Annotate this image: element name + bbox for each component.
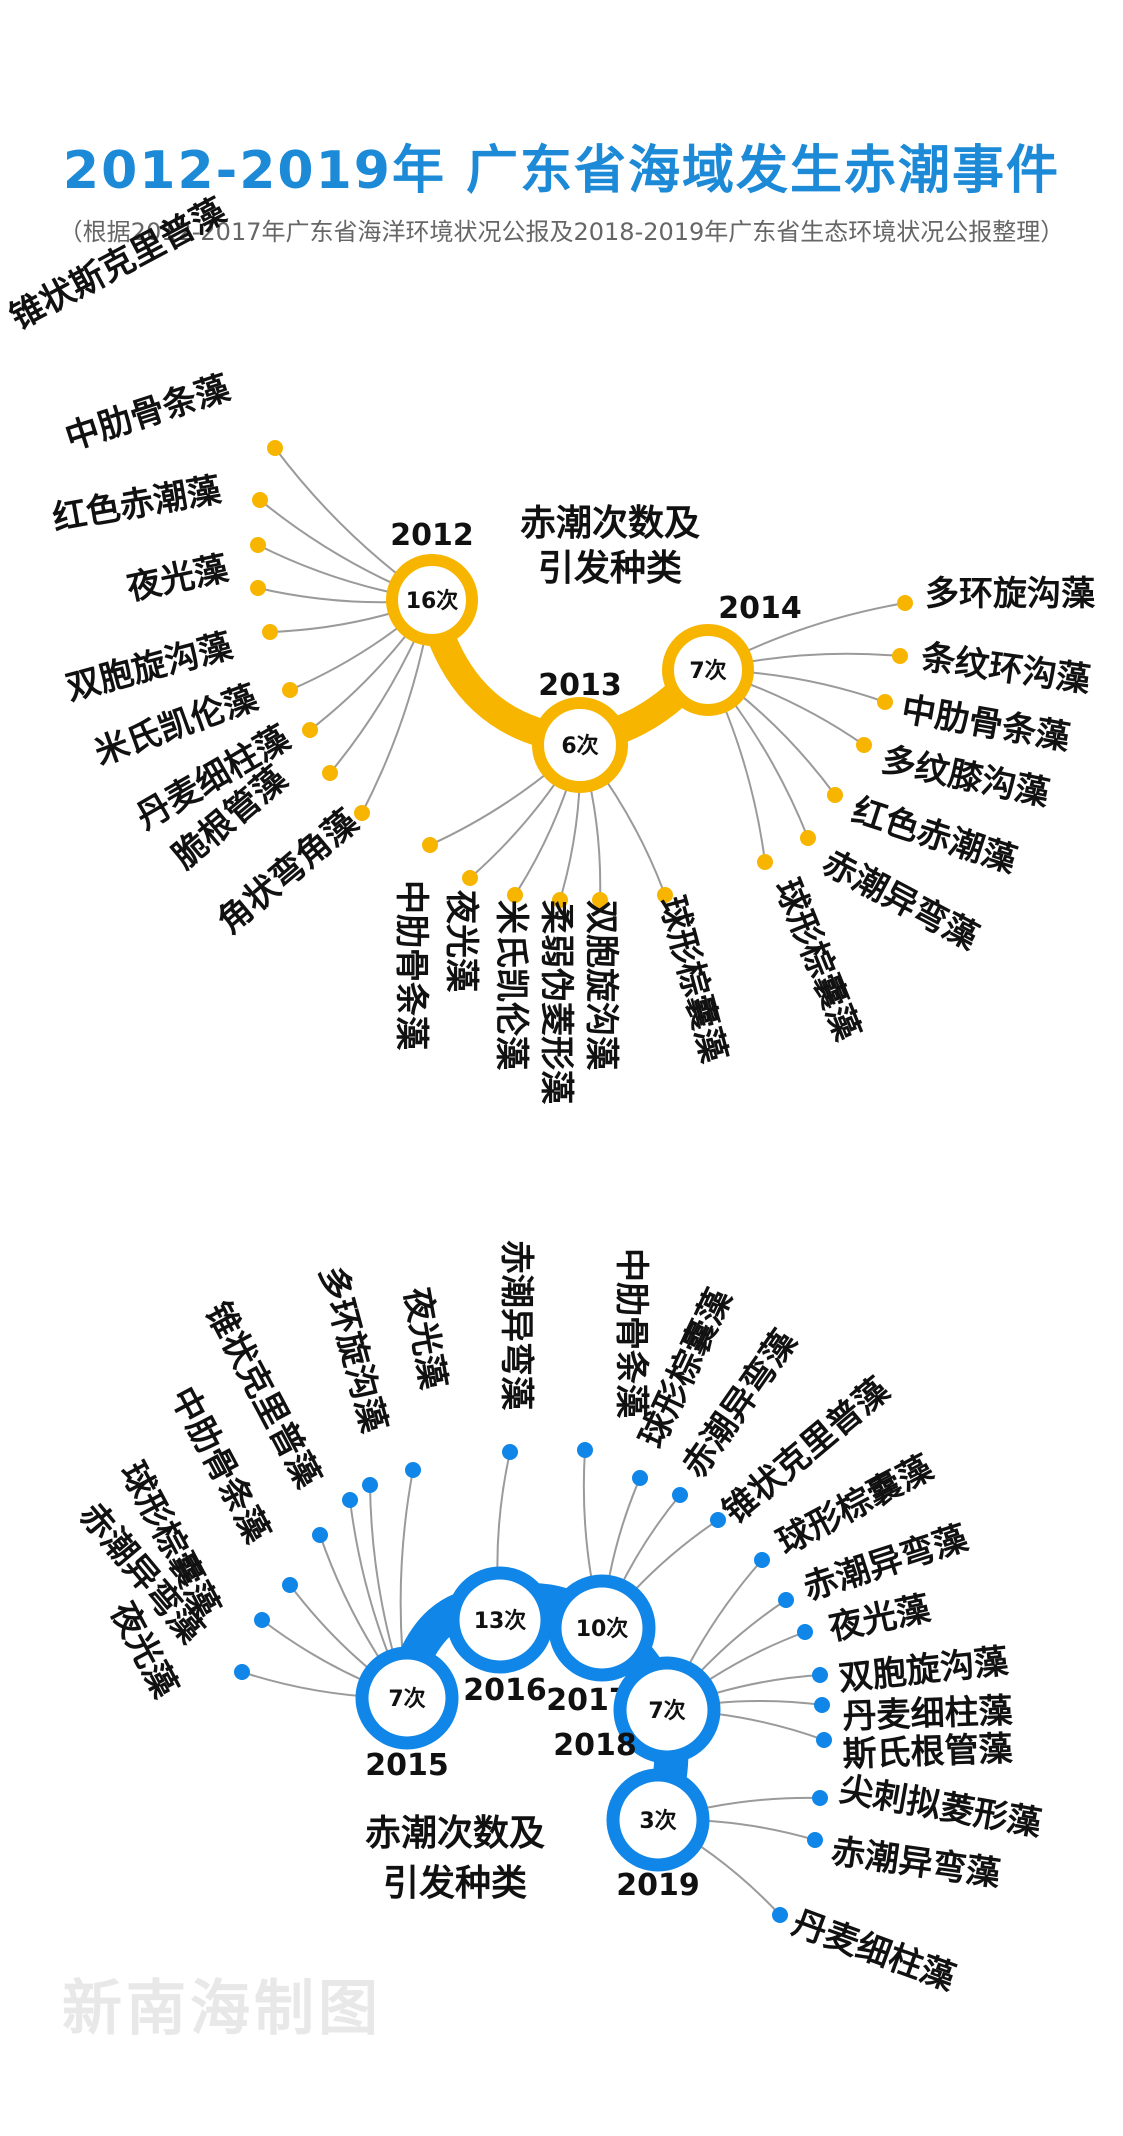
species-dot xyxy=(897,595,913,611)
species-dot xyxy=(462,870,478,886)
species-label: 中肋骨条藻 xyxy=(611,1248,651,1419)
species-dot xyxy=(502,1444,518,1460)
species-dot xyxy=(322,765,338,781)
species-label: 赤潮异弯藻 xyxy=(496,1240,536,1411)
species-dot xyxy=(814,1697,830,1713)
year-count-2016: 13次 xyxy=(474,1608,527,1634)
year-label-2012: 2012 xyxy=(390,518,474,553)
species-dot xyxy=(302,722,318,738)
year-node-2018 xyxy=(613,1656,721,1764)
year-node-2015 xyxy=(355,1646,459,1750)
top-center-label-line2: 引发种类 xyxy=(538,548,682,589)
species-dot xyxy=(797,1624,813,1640)
species-dot xyxy=(250,537,266,553)
year-label-2018: 2018 xyxy=(553,1728,637,1763)
species-label: 双胞旋沟藻 xyxy=(581,900,621,1071)
species-label: 夜光藻 xyxy=(441,889,481,993)
species-dot xyxy=(816,1732,832,1748)
species-dot xyxy=(267,440,283,456)
bottom-center-label-line2: 引发种类 xyxy=(383,1863,527,1904)
species-dot xyxy=(710,1512,726,1528)
species-dot xyxy=(778,1592,794,1608)
year-label-2015: 2015 xyxy=(365,1748,449,1783)
species-dot xyxy=(592,892,608,908)
species-label: 球形棕囊藻 xyxy=(651,892,734,1068)
species-dot xyxy=(252,492,268,508)
species-dot xyxy=(827,787,843,803)
species-dot xyxy=(856,737,872,753)
species-dot xyxy=(877,694,893,710)
species-dot xyxy=(354,805,370,821)
species-label: 中肋骨条藻 xyxy=(60,368,235,459)
species-dot xyxy=(812,1667,828,1683)
species-label: 丹麦细柱藻 xyxy=(842,1691,1014,1737)
bottom-center-label-line1: 赤潮次数及 xyxy=(365,1813,545,1854)
year-node-2017 xyxy=(548,1574,656,1682)
species-label: 柔弱伪菱形藻 xyxy=(536,900,576,1105)
species-dot xyxy=(754,1552,770,1568)
year-count-2019: 3次 xyxy=(639,1808,676,1834)
year-node-2016 xyxy=(446,1566,554,1674)
year-count-2013: 6次 xyxy=(561,733,598,759)
species-label: 中肋骨条藻 xyxy=(391,880,431,1051)
top-center-label-line1: 赤潮次数及 xyxy=(520,503,700,544)
year-node-2012 xyxy=(386,554,478,646)
species-label: 米氏凯伦藻 xyxy=(491,900,531,1071)
year-node-2013 xyxy=(532,697,628,793)
species-dot xyxy=(282,682,298,698)
species-label: 双胞旋沟藻 xyxy=(837,1641,1011,1699)
species-dot xyxy=(772,1907,788,1923)
species-label: 丹麦细柱藻 xyxy=(787,1903,961,1999)
species-label: 多环旋沟藻 xyxy=(925,574,1096,614)
species-dot xyxy=(507,887,523,903)
species-dot xyxy=(807,1832,823,1848)
year-label-2013: 2013 xyxy=(538,668,622,703)
species-label: 红色赤潮藻 xyxy=(50,470,225,539)
species-dot xyxy=(282,1577,298,1593)
species-label: 多环旋沟藻 xyxy=(311,1262,394,1438)
species-dot xyxy=(577,1442,593,1458)
species-dot xyxy=(405,1462,421,1478)
species-dot xyxy=(250,580,266,596)
year-node-2019 xyxy=(606,1768,710,1872)
species-dot xyxy=(672,1487,688,1503)
species-dot xyxy=(657,887,673,903)
species-dot xyxy=(362,1477,378,1493)
year-label-2016: 2016 xyxy=(463,1673,547,1708)
year-label-2014: 2014 xyxy=(718,591,802,626)
species-dot xyxy=(812,1790,828,1806)
species-label: 夜光藻 xyxy=(396,1284,453,1393)
species-dot xyxy=(234,1664,250,1680)
species-dot xyxy=(254,1612,270,1628)
species-dot xyxy=(262,624,278,640)
species-label: 锥状斯克里普藻 xyxy=(3,190,233,338)
species-label: 尖刺拟菱形藻 xyxy=(836,1769,1045,1844)
year-count-2015: 7次 xyxy=(388,1686,425,1712)
species-dot xyxy=(342,1492,358,1508)
watermark: 新南海制图 xyxy=(62,1974,382,2044)
page-subtitle: （根据2012-2017年广东省海洋环境状况公报及2018-2019年广东省生态… xyxy=(58,218,1065,246)
year-label-2019: 2019 xyxy=(616,1868,700,1903)
species-dot xyxy=(892,648,908,664)
species-label: 球形棕囊藻 xyxy=(767,873,868,1047)
species-dot xyxy=(800,830,816,846)
species-dot xyxy=(757,854,773,870)
species-dot xyxy=(552,892,568,908)
species-label: 赤潮异弯藻 xyxy=(829,1831,1004,1894)
species-label: 斯氏根管藻 xyxy=(842,1729,1014,1775)
species-label: 夜光藻 xyxy=(123,548,233,609)
year-count-2017: 10次 xyxy=(576,1616,629,1642)
year-count-2018: 7次 xyxy=(648,1698,685,1724)
year-node-2014 xyxy=(662,624,754,716)
page-title: 2012-2019年 广东省海域发生赤潮事件 xyxy=(62,141,1061,201)
species-dot xyxy=(422,837,438,853)
year-count-2012: 16次 xyxy=(406,588,459,614)
species-label: 条纹环沟藻 xyxy=(919,637,1094,700)
species-dot xyxy=(312,1527,328,1543)
year-count-2014: 7次 xyxy=(689,658,726,684)
species-dot xyxy=(632,1470,648,1486)
